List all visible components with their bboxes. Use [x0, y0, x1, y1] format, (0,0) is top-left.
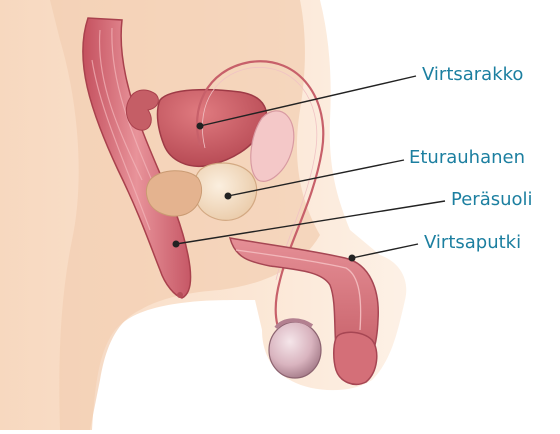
label-bladder: Virtsarakko	[422, 65, 523, 85]
dot-bladder	[197, 123, 204, 130]
testis-shape	[269, 322, 321, 378]
dot-urethra	[349, 255, 356, 262]
label-rectum: Peräsuoli	[451, 190, 533, 210]
gland-shape	[146, 171, 201, 216]
dot-rectum	[173, 241, 180, 248]
label-urethra: Virtsaputki	[424, 233, 521, 253]
dot-prostate	[225, 193, 232, 200]
penis-glans	[334, 332, 377, 384]
label-prostate: Eturauhanen	[409, 148, 525, 168]
anus-point	[177, 292, 183, 298]
